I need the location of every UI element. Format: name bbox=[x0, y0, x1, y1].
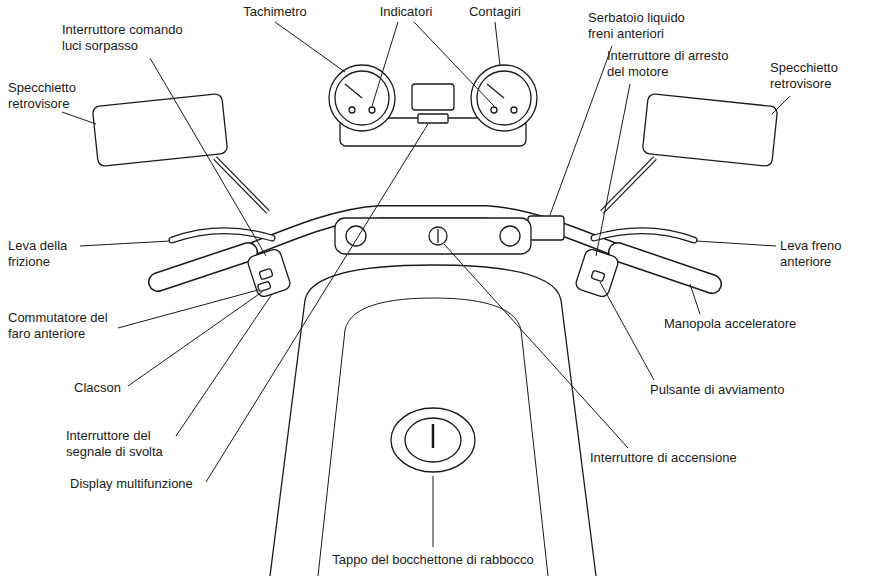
switch-housing bbox=[246, 248, 291, 298]
key-slot bbox=[432, 424, 435, 448]
leader-line bbox=[372, 22, 398, 106]
part-label: Specchietto retrovisore bbox=[8, 80, 100, 112]
part-label: Leva freno anteriore bbox=[780, 238, 865, 270]
part-label: Tachimetro bbox=[243, 4, 307, 20]
leader-line bbox=[690, 284, 700, 314]
part-label: Serbatoio liquido freni anteriori bbox=[588, 10, 713, 42]
leader-lines bbox=[62, 22, 790, 547]
tank-panel bbox=[318, 298, 548, 576]
leader-line bbox=[550, 46, 612, 215]
brake-lever bbox=[594, 231, 694, 240]
mirror bbox=[642, 93, 778, 166]
switch-button bbox=[259, 268, 273, 279]
ignition-switch bbox=[429, 227, 447, 245]
part-label: Tappo del bocchettone di rabbocco bbox=[332, 552, 534, 568]
needle bbox=[345, 84, 362, 98]
indicator-lamp bbox=[491, 107, 497, 113]
leader-line bbox=[150, 58, 266, 256]
speedometer bbox=[329, 65, 395, 131]
switch-button bbox=[257, 281, 271, 291]
switch-housing bbox=[574, 248, 619, 298]
mirror-stem bbox=[215, 158, 268, 212]
indicator-lamp bbox=[349, 107, 355, 113]
leader-line bbox=[433, 476, 434, 547]
part-label: Manopola acceleratore bbox=[664, 316, 796, 332]
part-label: Interruttore di accensione bbox=[590, 450, 737, 466]
grip bbox=[158, 252, 248, 282]
part-label: Leva della frizione bbox=[8, 238, 88, 270]
throttle-grip bbox=[618, 252, 712, 284]
tachometer bbox=[471, 65, 537, 131]
leader-line bbox=[600, 282, 654, 380]
part-label: Clacson bbox=[74, 380, 121, 396]
clutch-lever bbox=[172, 231, 272, 240]
part-label: Contagiri bbox=[469, 4, 521, 20]
brake-lever bbox=[594, 231, 694, 240]
grip bbox=[158, 252, 248, 282]
leader-line bbox=[596, 84, 630, 256]
leader-line bbox=[772, 96, 790, 114]
triple-clamp bbox=[335, 218, 531, 254]
fuel-tank bbox=[270, 265, 596, 576]
part-label: Specchietto retrovisore bbox=[770, 60, 865, 92]
leader-line bbox=[206, 124, 428, 482]
brake-reservoir bbox=[528, 216, 564, 240]
needle bbox=[487, 84, 504, 98]
part-label: Interruttore di arresto del motore bbox=[607, 48, 732, 80]
part-label: Indicatori bbox=[380, 4, 433, 20]
key-slot bbox=[437, 229, 438, 243]
part-label: Pulsante di avviamento bbox=[650, 382, 784, 398]
leader-line bbox=[80, 241, 170, 246]
part-label: Interruttore del segnale di svolta bbox=[66, 428, 181, 460]
fuel-cap bbox=[391, 408, 475, 472]
multi-display bbox=[418, 114, 448, 123]
fuel-cap-inner bbox=[405, 418, 461, 462]
speedometer-dial bbox=[335, 71, 389, 125]
fork-tube bbox=[500, 226, 520, 246]
indicator-lamp bbox=[369, 107, 375, 113]
leader-line bbox=[176, 294, 272, 436]
leader-line bbox=[696, 241, 776, 246]
leader-line bbox=[62, 112, 96, 124]
mirror-stem bbox=[215, 158, 268, 212]
part-label: Display multifunzione bbox=[70, 476, 193, 492]
leader-line bbox=[444, 244, 628, 448]
part-label: Commutatore del faro anteriore bbox=[8, 310, 123, 342]
leader-line bbox=[495, 22, 500, 66]
part-label: Interruttore comando luci sorpasso bbox=[62, 22, 202, 54]
leader-line bbox=[275, 22, 345, 72]
leader-line bbox=[414, 22, 494, 106]
throttle-grip bbox=[618, 252, 712, 284]
switch-button bbox=[591, 270, 605, 281]
indicator-lamp bbox=[511, 107, 517, 113]
center-panel bbox=[412, 84, 454, 110]
clutch-lever bbox=[172, 231, 272, 240]
tachometer-dial bbox=[477, 71, 531, 125]
